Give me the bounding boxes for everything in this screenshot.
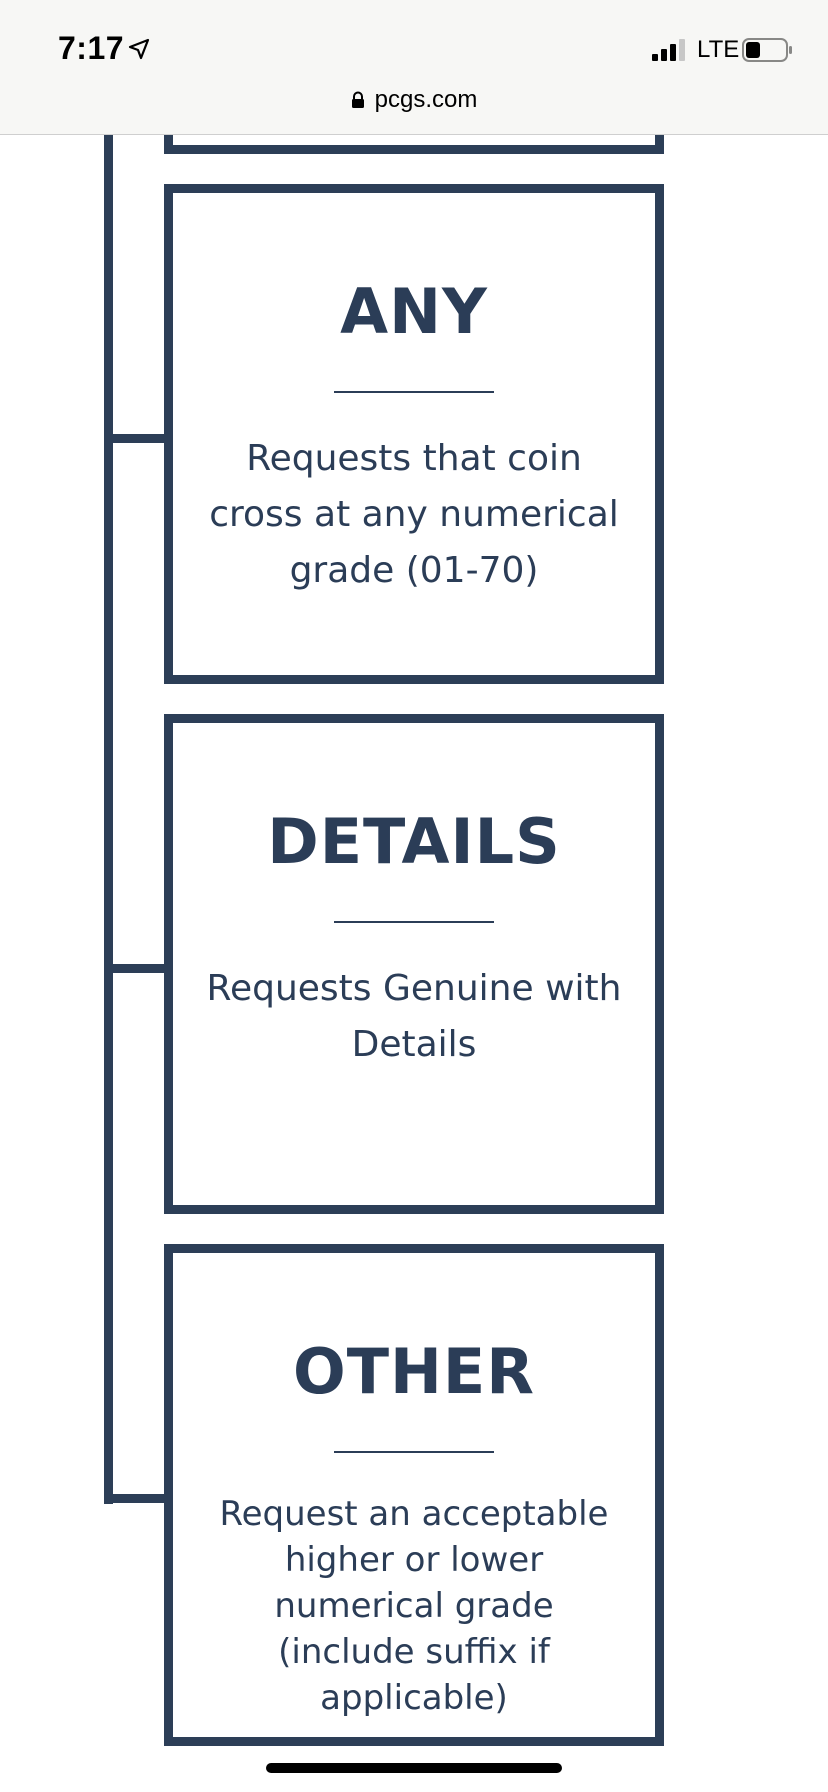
- option-card-details: DETAILS Requests Genuine with Details: [164, 714, 664, 1214]
- option-title: DETAILS: [267, 805, 561, 878]
- tree-connector-branch: [104, 434, 170, 443]
- option-title: OTHER: [293, 1335, 535, 1408]
- status-time: 7:17: [58, 30, 125, 66]
- browser-chrome: 7:17 LTE pcgs.com: [0, 0, 828, 135]
- option-card-any: ANY Requests that coin cross at any nume…: [164, 184, 664, 684]
- divider: [334, 391, 494, 393]
- tree-connector-vertical: [104, 134, 113, 1504]
- option-title: ANY: [340, 275, 488, 348]
- address-bar[interactable]: pcgs.com: [0, 86, 828, 120]
- url-text: pcgs.com: [374, 86, 478, 113]
- cellular-signal-icon: [652, 39, 685, 61]
- option-card-other: OTHER Request an acceptable higher or lo…: [164, 1244, 664, 1746]
- battery-icon: [742, 38, 792, 62]
- network-type: LTE: [697, 36, 740, 63]
- location-arrow-icon: [128, 38, 150, 60]
- option-description: Requests that coin cross at any numerica…: [209, 438, 619, 591]
- divider: [334, 921, 494, 923]
- option-description: Request an acceptable higher or lower nu…: [219, 1494, 609, 1718]
- home-indicator[interactable]: [266, 1763, 562, 1773]
- option-description: Requests Genuine with Details: [206, 968, 622, 1065]
- lock-icon: [351, 91, 364, 108]
- tree-connector-branch: [104, 964, 170, 973]
- tree-connector-branch: [104, 1494, 170, 1503]
- divider: [334, 1451, 494, 1453]
